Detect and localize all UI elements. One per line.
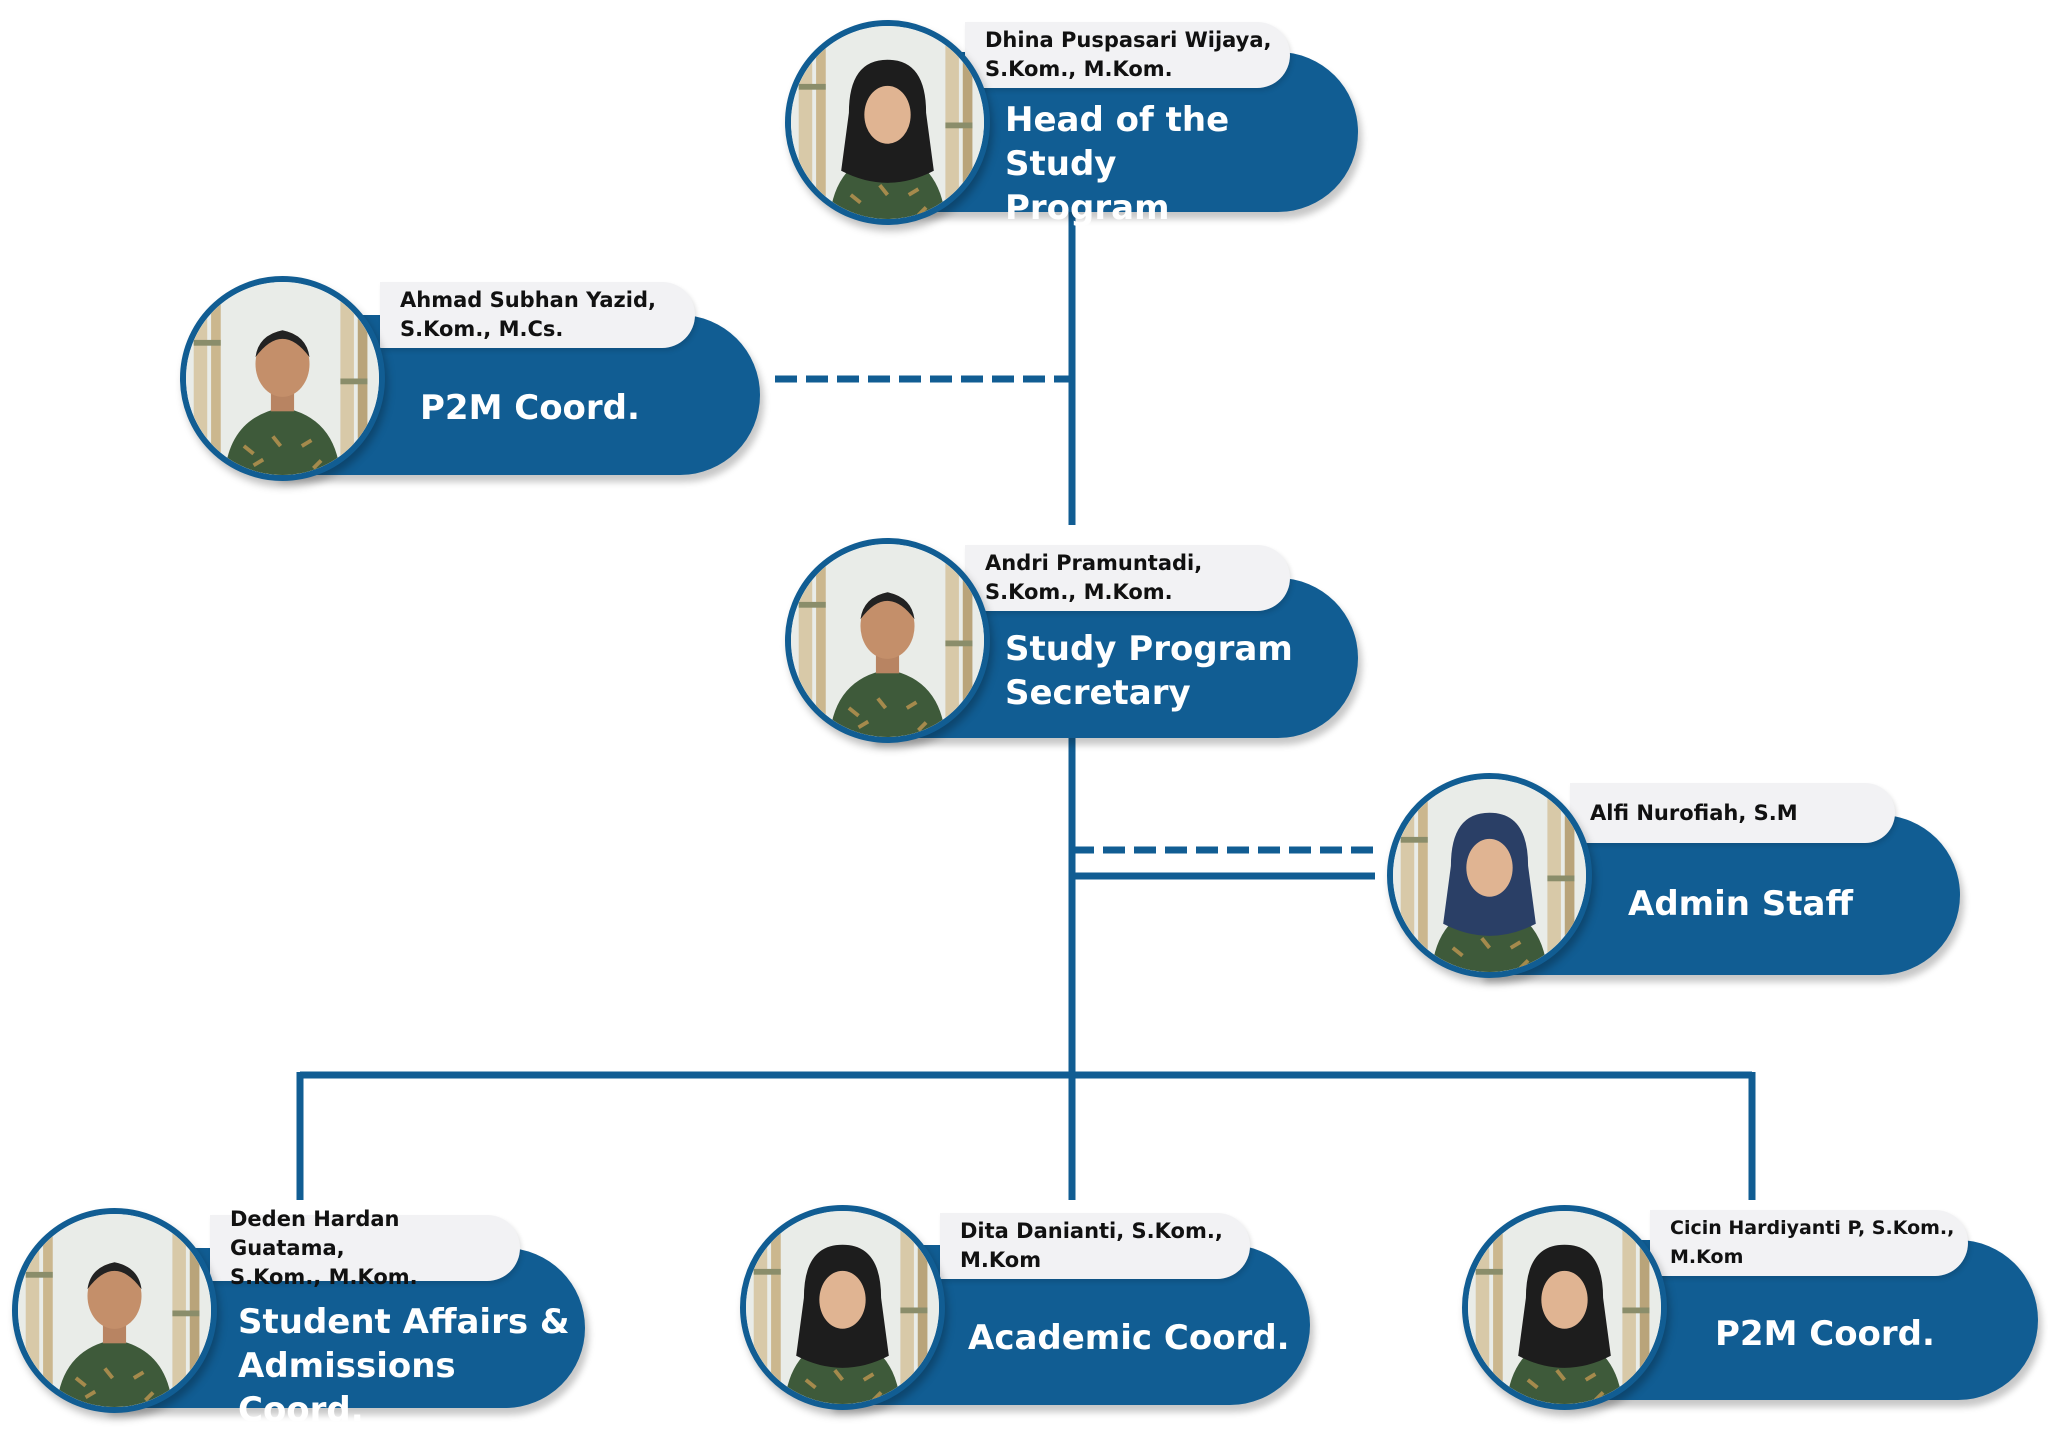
- name-tab: Ahmad Subhan Yazid, S.Kom., M.Cs.: [380, 282, 695, 348]
- role-title: Admin Staff: [1628, 884, 1854, 924]
- role-title: P2M Coord.: [420, 388, 640, 428]
- name-tab: Alfi Nurofiah, S.M: [1570, 783, 1895, 843]
- name-tab: Deden Hardan Guatama, S.Kom., M.Kom.: [210, 1207, 520, 1289]
- name-tab: Cicin Hardiyanti P, S.Kom., M.Kom: [1650, 1210, 1968, 1276]
- person-name: Cicin Hardiyanti P, S.Kom., M.Kom: [1670, 1217, 1955, 1268]
- person-photo: [785, 20, 990, 225]
- person-photo: [1462, 1205, 1667, 1410]
- person-photo: [785, 538, 990, 743]
- person-name: Ahmad Subhan Yazid, S.Kom., M.Cs.: [400, 288, 656, 341]
- person-name: Dhina Puspasari Wijaya, S.Kom., M.Kom.: [985, 28, 1272, 81]
- person-photo: [180, 276, 385, 481]
- role-title: Student Affairs & Admissions Coord.: [238, 1302, 570, 1430]
- role-title: Head of the Study Program: [1005, 100, 1230, 228]
- person-photo: [1387, 773, 1592, 978]
- person-name: Dita Danianti, S.Kom., M.Kom: [960, 1219, 1223, 1272]
- person-name: Alfi Nurofiah, S.M: [1590, 800, 1798, 825]
- person-name: Andri Pramuntadi, S.Kom., M.Kom.: [985, 551, 1203, 604]
- role-title: Academic Coord.: [968, 1318, 1290, 1358]
- name-tab: Dhina Puspasari Wijaya, S.Kom., M.Kom.: [965, 22, 1290, 88]
- person-photo: [12, 1208, 217, 1413]
- name-tab: Dita Danianti, S.Kom., M.Kom: [940, 1213, 1250, 1279]
- role-title: P2M Coord.: [1715, 1314, 1935, 1354]
- name-tab: Andri Pramuntadi, S.Kom., M.Kom.: [965, 545, 1290, 611]
- person-name: Deden Hardan Guatama, S.Kom., M.Kom.: [230, 1206, 418, 1289]
- role-title: Study Program Secretary: [1005, 629, 1293, 713]
- person-photo: [740, 1205, 945, 1410]
